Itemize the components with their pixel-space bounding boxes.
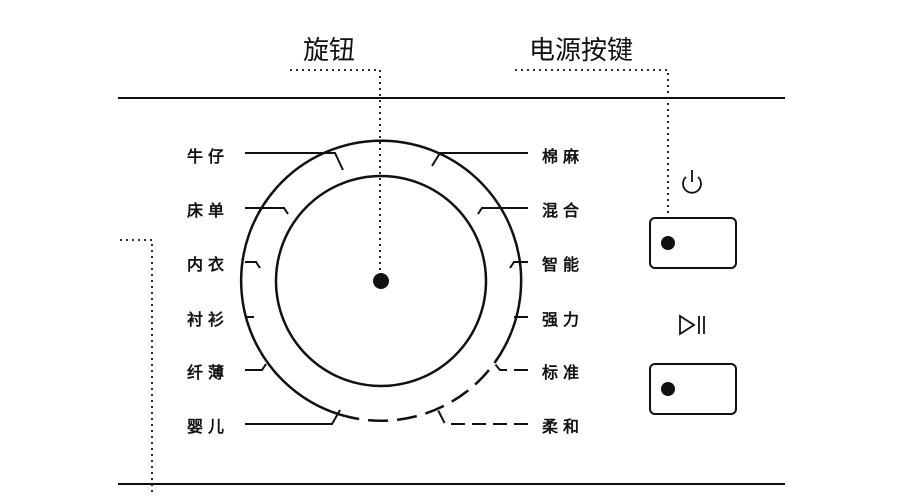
play-pause-icon xyxy=(679,314,705,336)
program-label-smart: 智能 xyxy=(542,255,585,274)
knob-outer-ring-dashed xyxy=(344,345,507,422)
program-label-jeans: 牛仔 xyxy=(187,147,230,166)
program-label-delicate: 纤薄 xyxy=(187,363,230,382)
left-dotted-leader xyxy=(120,239,153,492)
program-label-underwear: 内衣 xyxy=(187,255,230,274)
program-label-cotton-linen: 棉麻 xyxy=(542,147,585,166)
program-label-bedsheet: 床单 xyxy=(187,201,230,220)
knob-center-dot xyxy=(373,273,389,289)
knob-inner-ring xyxy=(274,174,488,388)
right-program-leaders-dashed xyxy=(437,316,528,425)
knob-callout-label: 旋钮 xyxy=(303,36,356,66)
power-button[interactable] xyxy=(649,217,737,269)
program-label-shirt: 衬衫 xyxy=(187,310,230,329)
program-label-gentle: 柔和 xyxy=(542,417,585,436)
program-label-baby: 婴儿 xyxy=(187,417,230,436)
program-label-standard: 标准 xyxy=(542,363,585,382)
power-button-callout-label: 电源按键 xyxy=(529,36,634,66)
left-program-leaders xyxy=(245,152,344,425)
power-button-callout-leader xyxy=(515,69,669,240)
knob-callout-leader xyxy=(290,69,381,278)
right-program-leaders xyxy=(431,152,528,269)
power-icon xyxy=(682,170,702,194)
program-label-mixed: 混合 xyxy=(542,201,585,220)
start-pause-button[interactable] xyxy=(649,363,737,415)
power-button-dot xyxy=(661,236,675,250)
program-label-heavy: 强力 xyxy=(542,310,585,329)
start-pause-button-dot xyxy=(661,382,675,396)
